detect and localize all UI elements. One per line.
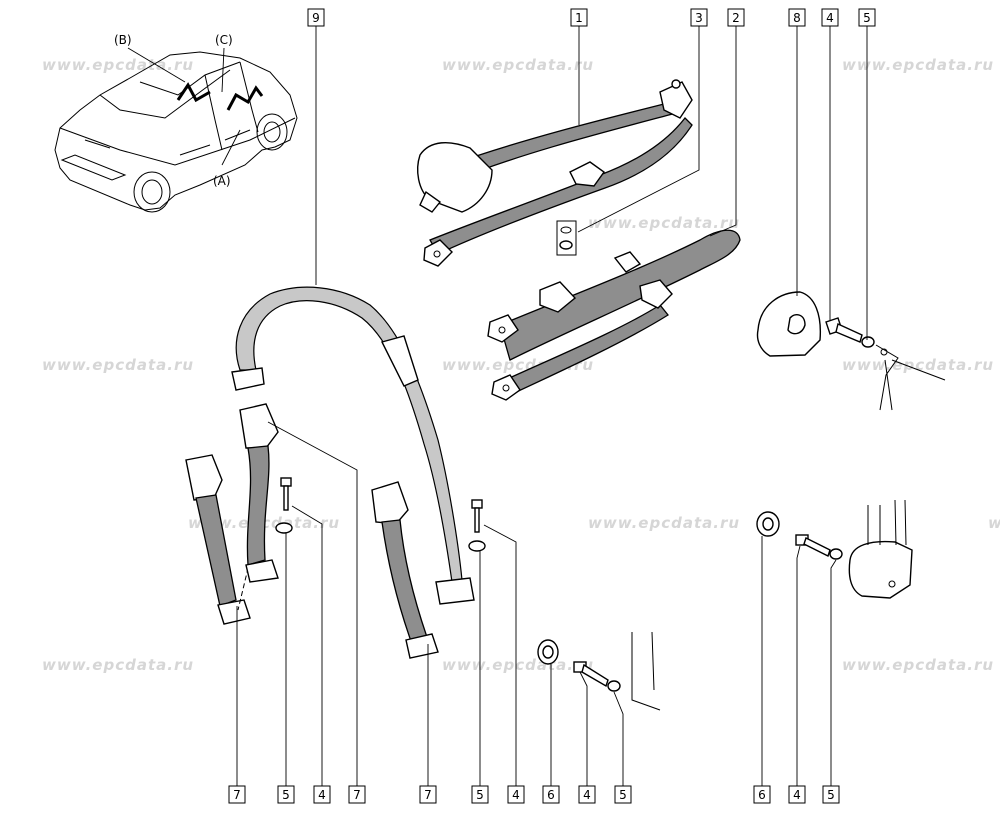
watermark: www.epcdata.ru <box>442 656 594 674</box>
svg-text:9: 9 <box>312 11 320 25</box>
bolt-washer-left <box>275 477 293 534</box>
callout-5: 5 <box>471 785 489 804</box>
car-overview: (B) (C) (A) <box>54 33 298 213</box>
watermark: www.epcdata.ru <box>842 356 994 374</box>
svg-text:4: 4 <box>512 788 520 802</box>
leader-lines <box>236 26 868 786</box>
front-retractor-belt <box>417 79 693 267</box>
callout-7: 7 <box>348 785 366 804</box>
watermark: www.epcdata.ru <box>42 656 194 674</box>
callout-5: 5 <box>822 785 840 804</box>
watermark: www.epcdata.ru <box>42 56 194 74</box>
buckle-center-rear <box>239 403 279 583</box>
watermark: www.epcdata.ru <box>842 56 994 74</box>
svg-text:5: 5 <box>476 788 484 802</box>
watermark: www.epcdata.ru <box>588 214 740 232</box>
bolt-washer-center <box>468 499 486 552</box>
car-label-a: (A) <box>213 174 231 188</box>
svg-text:4: 4 <box>318 788 326 802</box>
svg-text:8: 8 <box>793 11 801 25</box>
buckle-left-rear <box>185 454 251 625</box>
svg-text:4: 4 <box>583 788 591 802</box>
svg-text:7: 7 <box>233 788 241 802</box>
callout-4: 4 <box>507 785 525 804</box>
car-label-c: (C) <box>215 33 233 47</box>
callout-5: 5 <box>277 785 295 804</box>
washer-set <box>556 220 577 256</box>
callout-6: 6 <box>542 785 560 804</box>
rear-belt <box>487 229 741 401</box>
callout-9: 9 <box>307 8 325 27</box>
svg-text:5: 5 <box>282 788 290 802</box>
svg-text:5: 5 <box>863 11 871 25</box>
car-label-b: (B) <box>114 33 132 47</box>
watermark: www.epcdata.ru <box>842 656 994 674</box>
watermark: www.epcdata.ru <box>42 356 194 374</box>
trim-cover-assembly <box>756 291 946 411</box>
svg-text:1: 1 <box>575 11 583 25</box>
callout-4: 4 <box>788 785 806 804</box>
callout-4: 4 <box>821 8 839 27</box>
callout-4: 4 <box>313 785 331 804</box>
spacer-bolt-lower-middle <box>537 631 661 711</box>
svg-text:2: 2 <box>732 11 740 25</box>
svg-text:7: 7 <box>353 788 361 802</box>
svg-text:3: 3 <box>695 11 703 25</box>
svg-text:7: 7 <box>424 788 432 802</box>
watermark: www.epcdata.ru <box>442 56 594 74</box>
callouts-bottom: 7 5 4 7 7 5 4 6 <box>228 785 840 804</box>
svg-text:4: 4 <box>826 11 834 25</box>
callout-3: 3 <box>690 8 708 27</box>
callout-7: 7 <box>228 785 246 804</box>
callout-7: 7 <box>419 785 437 804</box>
svg-text:4: 4 <box>793 788 801 802</box>
callout-5: 5 <box>614 785 632 804</box>
svg-text:5: 5 <box>827 788 835 802</box>
watermarks: www.epcdata.ru www.epcdata.ru www.epcdat… <box>42 56 1000 674</box>
callouts-top: 9 1 3 2 8 4 5 <box>307 8 876 27</box>
callout-2: 2 <box>727 8 745 27</box>
watermark: www.epcdata.ru <box>988 514 1000 532</box>
buckle-right-rear <box>371 481 439 659</box>
callout-5: 5 <box>858 8 876 27</box>
svg-text:6: 6 <box>758 788 766 802</box>
svg-text:5: 5 <box>619 788 627 802</box>
spacer-bolt-lower-right <box>756 499 913 599</box>
callout-4: 4 <box>578 785 596 804</box>
callout-8: 8 <box>788 8 806 27</box>
rear-center-belt <box>231 286 475 605</box>
watermark: www.epcdata.ru <box>588 514 740 532</box>
callout-6: 6 <box>753 785 771 804</box>
svg-text:6: 6 <box>547 788 555 802</box>
callout-1: 1 <box>570 8 588 27</box>
